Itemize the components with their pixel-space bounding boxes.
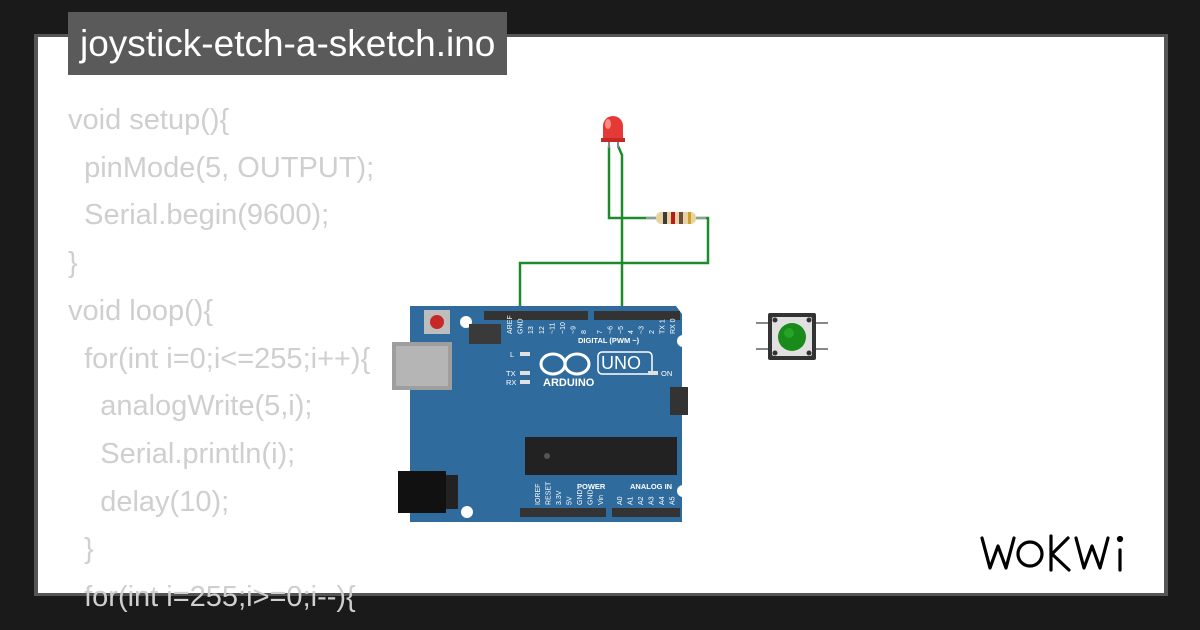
pin-label: A2 xyxy=(638,496,645,505)
icsp-header-right xyxy=(670,387,688,415)
code-line: } xyxy=(68,247,78,280)
icsp-header xyxy=(469,324,501,344)
pin-label: A5 xyxy=(670,496,677,505)
pin-label: 5V xyxy=(567,496,574,505)
pin-label: RESET xyxy=(546,481,553,505)
code-line: for(int i=255;i>=0;i--){ xyxy=(68,581,356,613)
arduino-uno-board[interactable]: ARDUINO UNO DIGITAL (PWM ~) POWER ANALOG… xyxy=(392,306,689,522)
pin-label: ~3 xyxy=(639,326,646,334)
pin-label: Vin xyxy=(598,495,605,505)
mounting-hole xyxy=(677,335,689,347)
pin-label: RX 0 xyxy=(670,318,677,334)
board-model: UNO xyxy=(601,353,641,373)
power-header xyxy=(520,508,606,517)
top-header-left xyxy=(484,311,588,320)
pin-label: AREF xyxy=(507,315,514,334)
digital-label: DIGITAL (PWM ~) xyxy=(578,336,640,345)
wires xyxy=(518,145,710,314)
pin-label: TX 1 xyxy=(659,319,666,334)
code-line: Serial.begin(9600); xyxy=(68,199,330,232)
on-label: ON xyxy=(661,369,672,378)
analog-header xyxy=(612,508,680,517)
red-led-icon[interactable] xyxy=(601,116,625,148)
pin-label: 4 xyxy=(628,330,635,334)
pin-label: GND xyxy=(577,489,584,505)
wire-resistor-gnd xyxy=(518,216,710,314)
code-line: Serial.println(i); xyxy=(68,437,296,470)
pin-label: 2 xyxy=(649,330,656,334)
pin-label: A3 xyxy=(649,496,656,505)
pin-label: GND xyxy=(518,318,525,334)
code-line: } xyxy=(68,533,94,566)
led-l-indicator xyxy=(520,352,530,356)
wire-led-pin5 xyxy=(616,145,624,314)
top-header-right xyxy=(594,311,680,320)
pin-label: 7 xyxy=(597,330,604,334)
pin-label: ~6 xyxy=(607,326,614,334)
board-name: ARDUINO xyxy=(543,377,595,389)
pin-label: ~10 xyxy=(560,322,567,334)
code-line: void loop(){ xyxy=(68,294,214,327)
code-preview: void setup(){ pinMode(5, OUTPUT); Serial… xyxy=(68,104,428,612)
pin-label: 8 xyxy=(581,330,588,334)
led-rx-indicator xyxy=(520,380,530,384)
analog-label: ANALOG IN xyxy=(630,482,672,491)
uno-badge xyxy=(597,351,653,375)
green-pushbutton-icon[interactable] xyxy=(756,313,828,360)
atmega-chip-icon xyxy=(525,437,677,475)
reset-button-icon[interactable] xyxy=(424,310,450,334)
code-line: pinMode(5, OUTPUT); xyxy=(68,151,375,184)
pin-label: GND xyxy=(588,489,595,505)
led-tx-indicator xyxy=(520,371,530,375)
pin-label: A1 xyxy=(628,496,635,505)
arduino-logo-icon xyxy=(539,352,591,376)
power-jack-icon xyxy=(398,471,458,513)
pin-label: IOREF xyxy=(535,484,542,505)
pin-label: 12 xyxy=(539,326,546,334)
pin-label: A0 xyxy=(617,496,624,505)
code-line: delay(10); xyxy=(68,485,230,518)
wire-led-resistor xyxy=(607,146,656,220)
l-label: L xyxy=(510,350,514,359)
pin-label: 13 xyxy=(528,326,535,334)
code-line: void setup(){ xyxy=(68,104,230,136)
mounting-hole xyxy=(461,506,473,518)
code-line: for(int i=0;i<=255;i++){ xyxy=(68,342,371,375)
pin-label: ~5 xyxy=(618,326,625,334)
code-line: analogWrite(5,i); xyxy=(68,390,313,423)
pin-label: ~9 xyxy=(571,326,578,334)
project-title: joystick-etch-a-sketch.ino xyxy=(68,12,508,75)
pin-label: A4 xyxy=(659,496,666,505)
tx-label: TX xyxy=(506,369,516,378)
led-on-indicator xyxy=(648,371,658,375)
mounting-hole xyxy=(677,485,689,497)
rx-label: RX xyxy=(506,378,516,387)
resistor-icon[interactable] xyxy=(646,212,706,224)
wokwi-logo xyxy=(980,534,1124,572)
pin-label: ~11 xyxy=(549,323,556,334)
pin-label: 3.3V xyxy=(556,490,563,505)
power-label: POWER xyxy=(577,482,606,491)
